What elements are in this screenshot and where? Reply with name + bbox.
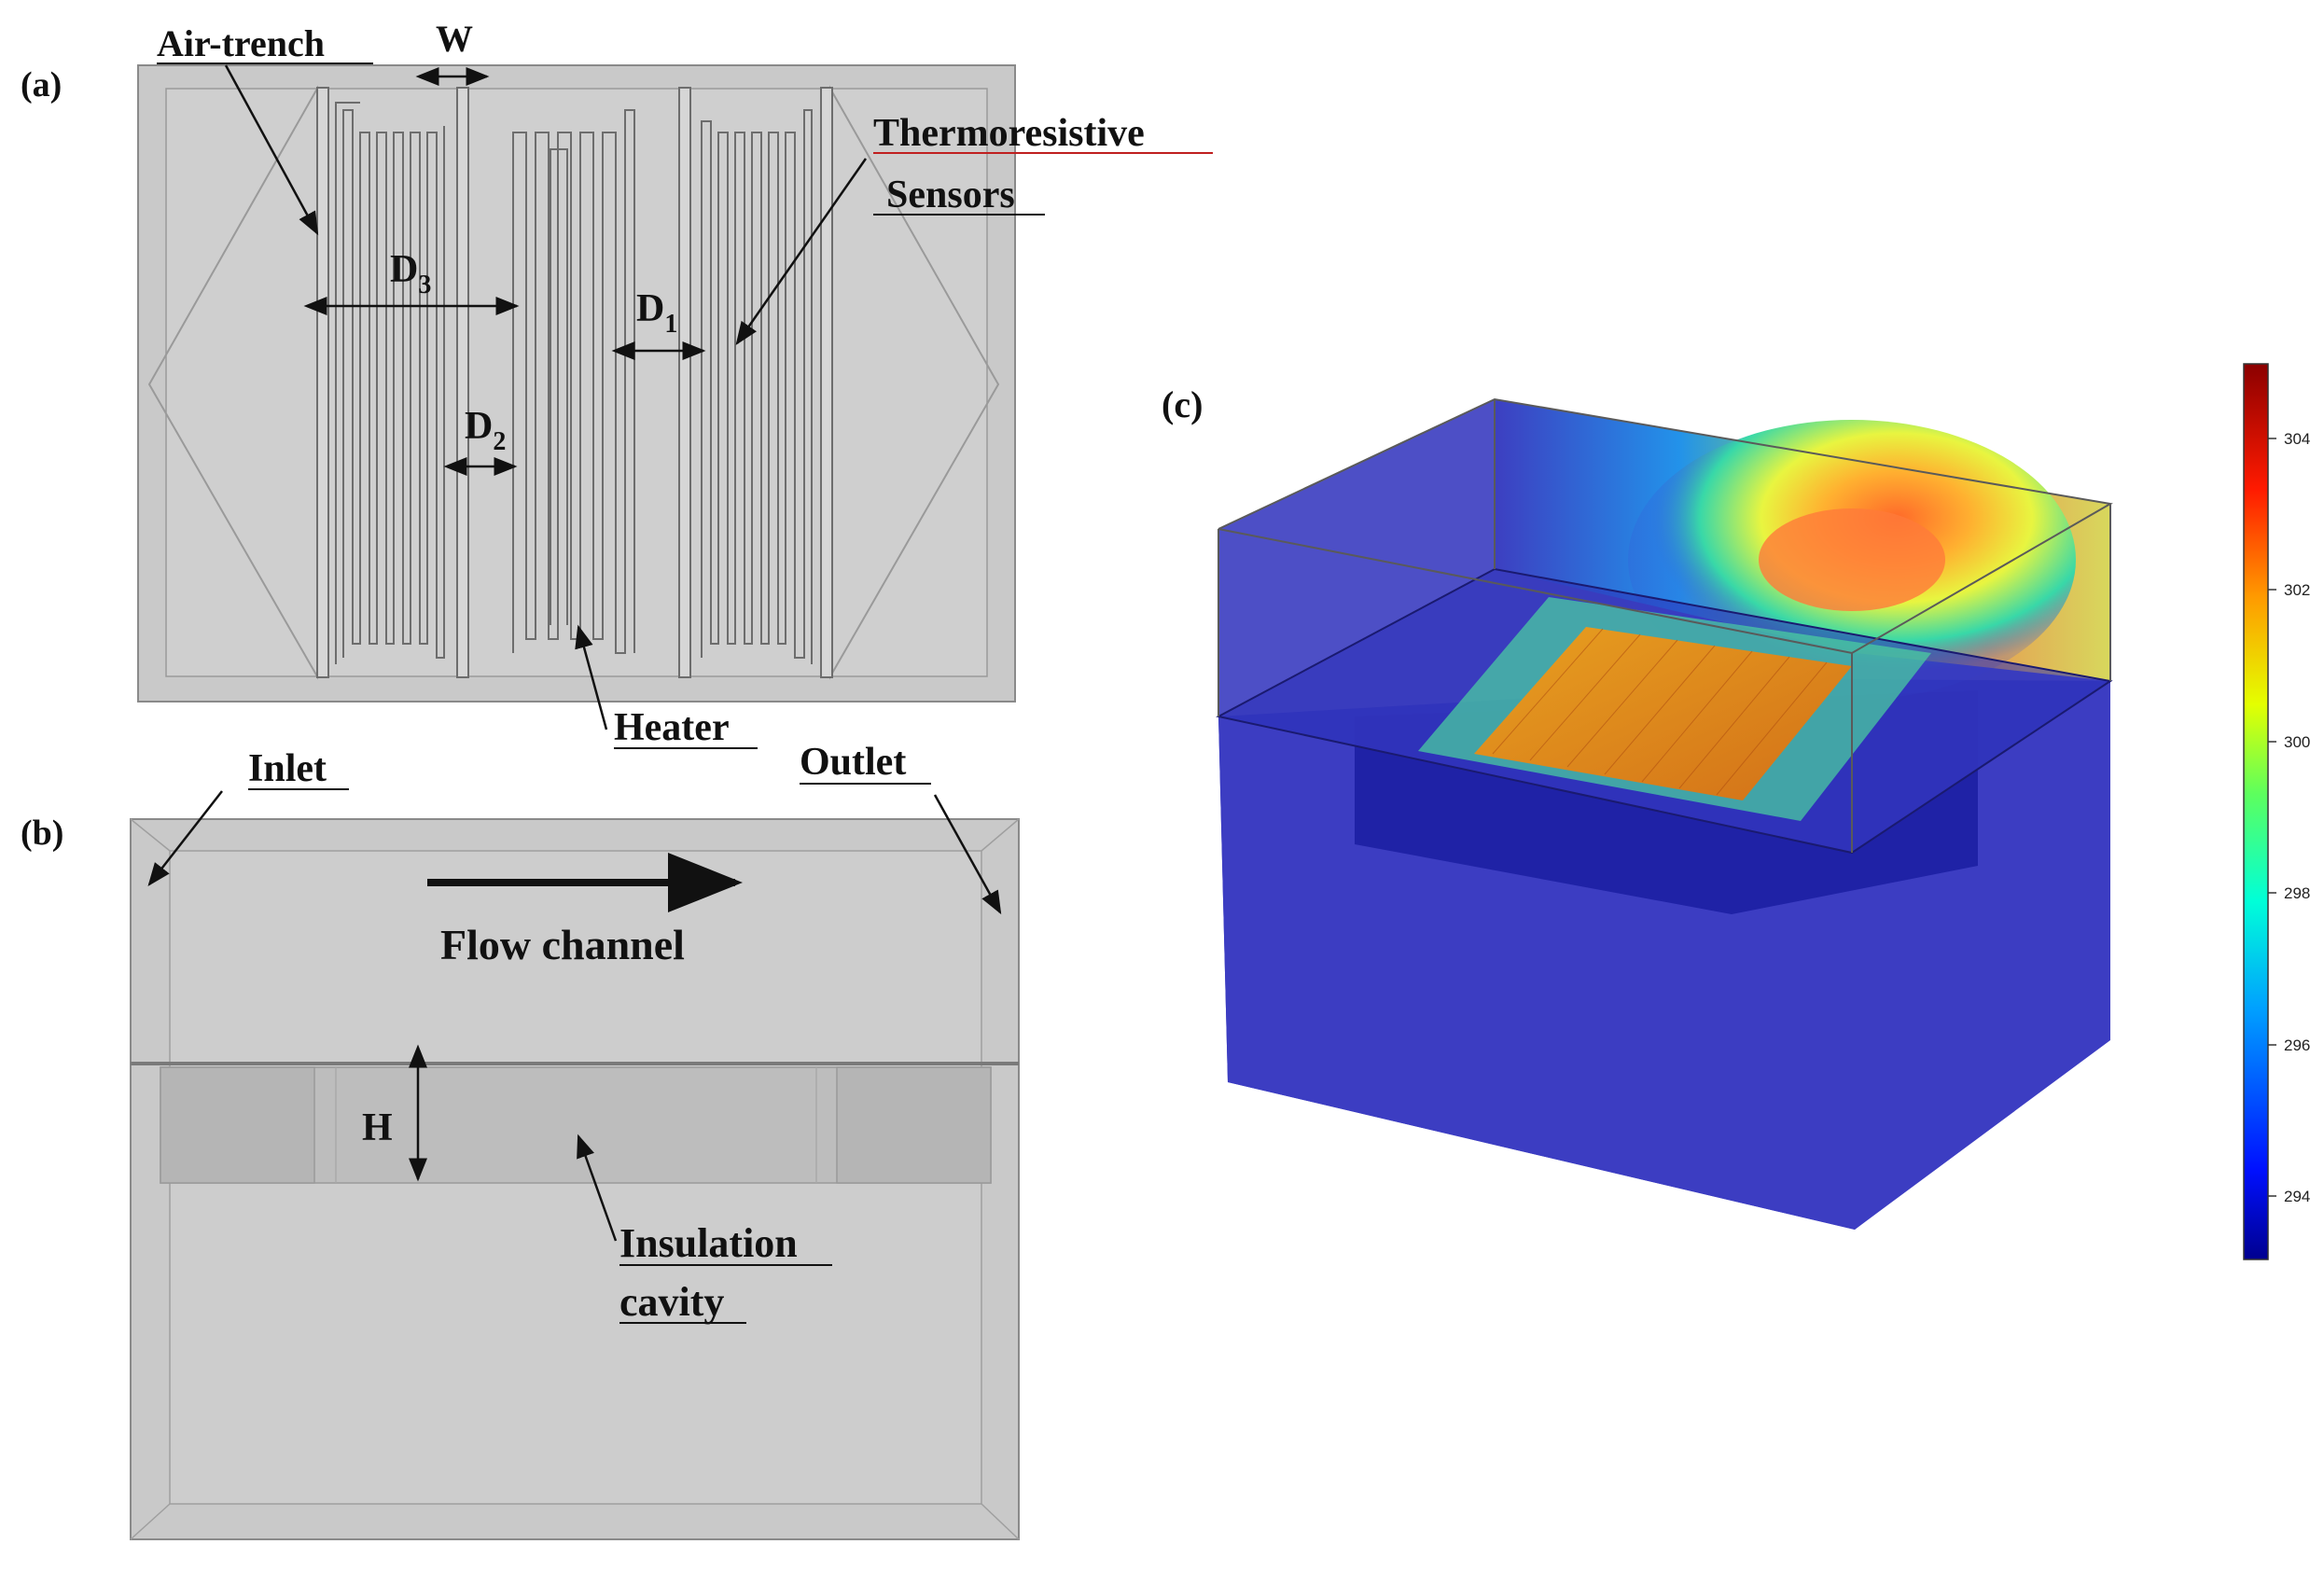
corner-edge-br [981,1503,1020,1540]
hot-plume-core [1759,508,1945,611]
colorbar-tick-298: 298 [2284,884,2310,902]
insulation-label-line2: cavity [619,1279,724,1325]
heater-label: Heater [614,706,730,749]
corner-edge-tl [130,818,171,852]
colorbar-tick-296: 296 [2284,1036,2310,1054]
corner-edge-bl [130,1503,171,1540]
outlet-label: Outlet [800,741,906,784]
d2-label: D2 [465,405,506,456]
colorbar-tick-300: 300 [2284,733,2310,751]
panel-c-label: (c) [1162,383,1203,425]
panel-a: (a) Air-trench W Thermor [21,18,1213,749]
air-trench-label: Air-trench [157,22,325,64]
sensors-arrow [735,158,868,346]
colorbar-ticks [2268,438,2276,1197]
thermoresistive-label-line1: Thermoresistive [873,112,1145,155]
colorbar-tick-302: 302 [2284,581,2310,599]
box-wireframe [1218,397,2113,853]
h-label: H [362,1106,393,1149]
panel-a-label: (a) [21,65,62,104]
cavity-side-right [836,1066,992,1184]
panel-b-label: (b) [21,814,63,853]
heater-arrow [575,624,608,730]
d3-label: D3 [390,248,431,299]
panel-b: (b) Inlet Outlet Flow channel H Insulati… [21,741,1020,1540]
panel-c: (c) [1162,363,2310,1260]
inlet-label: Inlet [248,747,327,790]
insulation-arrow [577,1134,618,1242]
colorbar-tick-304: 304 [2284,430,2310,448]
sensor-left [335,102,445,664]
outlet-arrow [933,794,1002,915]
d1-label: D1 [636,287,677,339]
thermoresistive-label-line2: Sensors [886,174,1015,216]
colorbar-tick-294: 294 [2284,1188,2310,1205]
sensor-right [701,109,813,664]
air-trench-left [316,87,329,678]
flow-channel-label: Flow channel [440,921,685,968]
corner-edge-tr [981,818,1020,852]
cavity-side-left [160,1066,315,1184]
air-trench-mid-right [678,87,691,678]
air-trench-right [820,87,833,678]
air-trench-arrow [224,64,319,236]
heater-hot-region [1474,627,1852,800]
heater-lines [1492,628,1828,796]
w-label: W [436,18,473,60]
air-trench-mid-left [456,87,469,678]
insulation-label-line1: Insulation [619,1220,798,1266]
inlet-arrow [147,790,223,886]
chip-inner-border [165,88,988,677]
colorbar [2243,363,2269,1260]
